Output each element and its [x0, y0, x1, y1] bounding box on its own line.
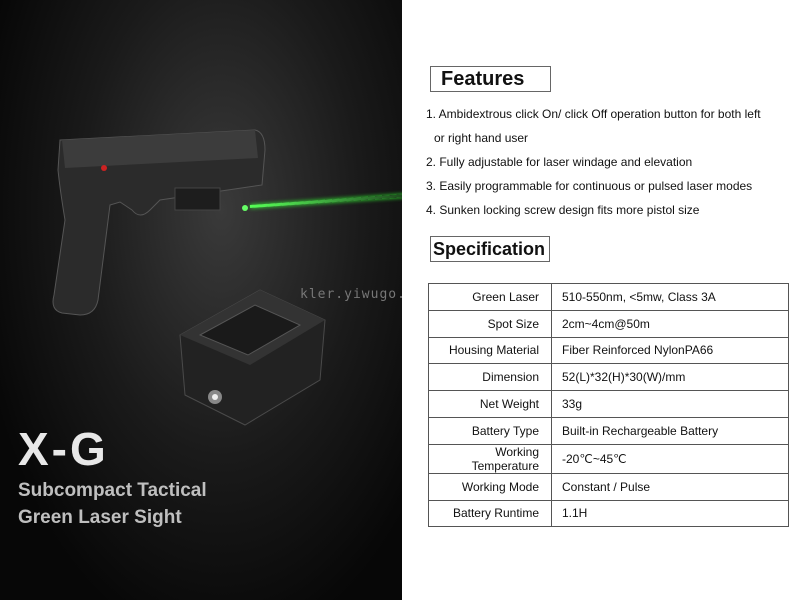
- spec-value: Built-in Rechargeable Battery: [551, 416, 789, 445]
- model-name: X-G: [18, 423, 109, 475]
- features-list: 1. Ambidextrous click On/ click Off oper…: [426, 102, 761, 222]
- spec-label: Working Mode: [428, 472, 552, 501]
- spec-value: 52(L)*32(H)*30(W)/mm: [551, 363, 789, 392]
- watermark: kler.yiwugo.com: [300, 287, 402, 302]
- feature-item: 4. Sunken locking screw design fits more…: [426, 203, 700, 217]
- spec-label: Green Laser: [428, 283, 552, 311]
- spec-value: -20℃~45℃: [551, 443, 789, 474]
- features-heading: Features: [430, 66, 551, 92]
- spec-label: Housing Material: [428, 336, 552, 365]
- spec-label: Dimension: [428, 363, 552, 392]
- spec-label: Net Weight: [428, 390, 552, 418]
- spec-value: 510-550nm, <5mw, Class 3A: [551, 283, 789, 311]
- feature-item: 2. Fully adjustable for laser windage an…: [426, 155, 693, 169]
- feature-item: 3. Easily programmable for continuous or…: [426, 179, 753, 193]
- feature-item: 1. Ambidextrous click On/ click Off oper…: [426, 107, 761, 121]
- feature-item: or right hand user: [434, 131, 529, 145]
- spec-value: Constant / Pulse: [551, 472, 789, 501]
- specification-heading: Specification: [430, 236, 550, 262]
- laser-sight-device: [179, 289, 326, 426]
- spec-value: 1.1H: [551, 499, 789, 528]
- spec-label: Spot Size: [428, 309, 552, 338]
- spec-value: 33g: [551, 390, 789, 418]
- spec-label: Working Temperature: [428, 443, 552, 474]
- spec-row: Working Temperature-20℃~45℃: [428, 443, 789, 474]
- subtitle-line-2: Green Laser Sight: [18, 507, 182, 528]
- spec-label: Battery Type: [428, 416, 552, 445]
- product-image-panel: kler.yiwugo.com X-G Subcompact Tactical …: [0, 0, 402, 600]
- laser-beam: [249, 193, 402, 208]
- pistol-illustration: [52, 129, 266, 316]
- subtitle-line-1: Subcompact Tactical: [18, 480, 207, 501]
- spec-value: 2cm~4cm@50m: [551, 309, 789, 338]
- spec-value: Fiber Reinforced NylonPA66: [551, 336, 789, 365]
- spec-label: Battery Runtime: [428, 499, 552, 528]
